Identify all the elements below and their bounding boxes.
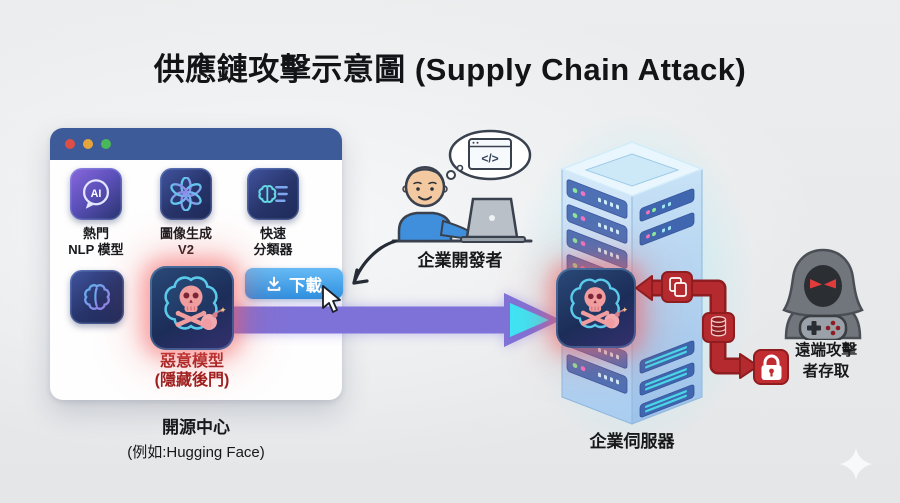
hub-caption: 開源中心 (例如:Hugging Face) [127, 418, 265, 461]
tile-brain-model[interactable] [70, 270, 124, 324]
exfiltration-path [635, 271, 789, 385]
ai-badge-text: AI [91, 188, 102, 200]
skull-crossbones-bomb-icon [570, 278, 628, 329]
tile-nlp-model[interactable]: AI [70, 168, 122, 220]
supply-arrow [222, 293, 561, 347]
lock-icon [753, 349, 789, 385]
click-arrow [352, 239, 398, 285]
openai-flower-icon [170, 177, 202, 211]
code-glyph: </> [481, 152, 498, 166]
angry-eye [824, 279, 836, 289]
model-hub-window: AI [50, 128, 343, 400]
bomb-icon [604, 307, 628, 329]
brain-speed-lines-icon [258, 185, 288, 203]
server-malicious-model [556, 268, 636, 348]
server-label: 企業伺服器 [589, 432, 675, 451]
gamepad-icon [798, 314, 848, 340]
copy-files-icon [661, 271, 693, 303]
attacker-illustration [782, 248, 864, 340]
developer-illustration: </> [391, 129, 533, 243]
developer-person [397, 166, 470, 243]
window-titlebar [50, 128, 342, 160]
malicious-model-label: 惡意模型(隱藏後門) [154, 353, 230, 389]
download-icon [267, 276, 281, 291]
thought-bubble: </> [446, 129, 532, 181]
attacker-label: 遠端攻擊者存取 [794, 342, 857, 380]
minimize-dot-icon[interactable] [83, 139, 93, 149]
tile-malicious-model[interactable] [150, 266, 234, 350]
download-label: 下載 [289, 276, 322, 295]
database-icon [702, 312, 735, 343]
sparkle-icon [840, 448, 872, 480]
page-title: 供應鏈攻擊示意圖 (Supply Chain Attack) [153, 52, 747, 87]
brain-icon [84, 284, 110, 310]
tile-image-gen[interactable] [160, 168, 212, 220]
arrowhead-to-lock [739, 353, 759, 379]
zoom-dot-icon[interactable] [101, 139, 111, 149]
angry-eye [810, 279, 822, 289]
arrowhead-into-server [635, 275, 653, 301]
ai-chat-bubble-icon: AI [82, 179, 110, 209]
developer-label: 企業開發者 [417, 251, 503, 270]
tile-classifier[interactable] [247, 168, 299, 220]
close-dot-icon[interactable] [65, 139, 75, 149]
bomb-icon [201, 307, 226, 330]
skull-crossbones-bomb-icon [164, 276, 226, 330]
cursor-icon [322, 285, 341, 313]
tile-label: 快速分類器 [253, 226, 293, 257]
laptop-icon [460, 197, 526, 243]
